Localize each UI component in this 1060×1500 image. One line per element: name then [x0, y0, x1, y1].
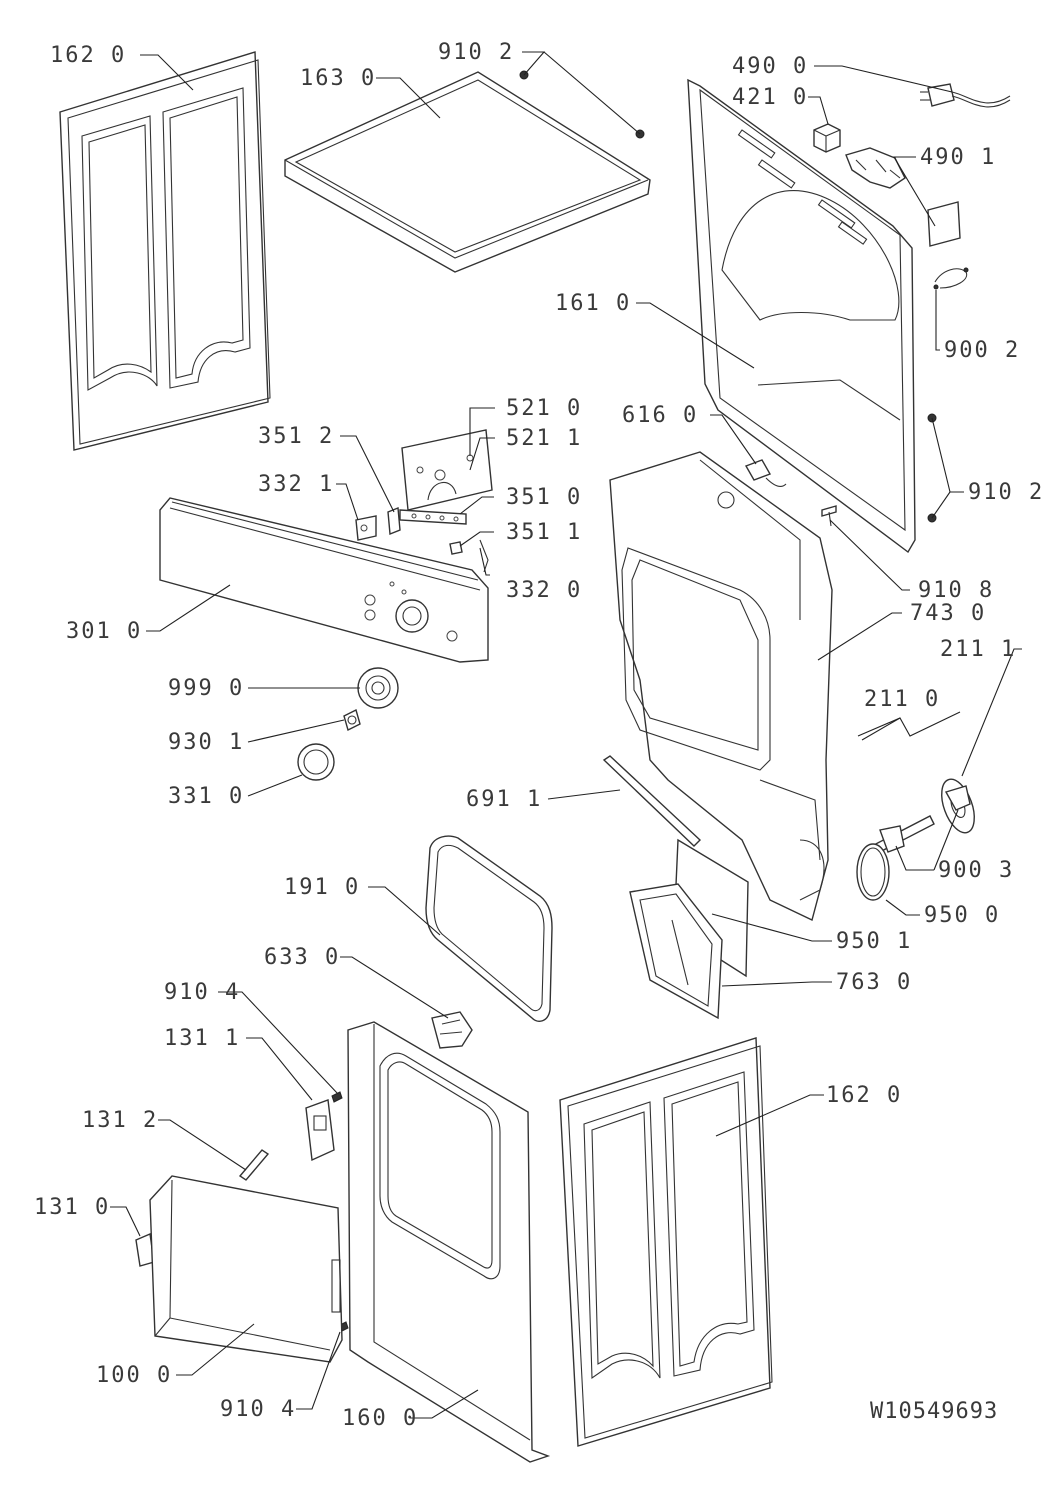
hinge-pin-part: [238, 1149, 270, 1181]
document-number: W10549693: [870, 1399, 998, 1424]
lint-filter-part: [629, 883, 723, 1020]
door-hinge-part: [305, 1099, 335, 1162]
power-cord-part: [920, 83, 1011, 108]
rear-panel-part: [687, 78, 916, 554]
label-950-1: 950 1: [836, 929, 912, 954]
label-351-2: 351 2: [258, 424, 334, 449]
filter-block-part: [813, 123, 841, 153]
label-191-0: 191 0: [284, 875, 360, 900]
label-211-1: 211 1: [940, 637, 1016, 662]
selector-parts: [355, 507, 489, 573]
leader-lines: [110, 51, 1022, 1419]
label-910-8: 910 8: [918, 578, 994, 603]
label-332-0: 332 0: [506, 578, 582, 603]
label-131-2: 131 2: [82, 1108, 158, 1133]
seal-ring-part: [856, 843, 890, 901]
label-211-0: 211 0: [864, 687, 940, 712]
door-gasket-part: [425, 835, 553, 1022]
label-301-0: 301 0: [66, 619, 142, 644]
label-930-1: 930 1: [168, 730, 244, 755]
label-163-0: 163 0: [300, 66, 376, 91]
label-100-0: 100 0: [96, 1363, 172, 1388]
label-161-0: 161 0: [555, 291, 631, 316]
front-bulkhead-part: [609, 451, 833, 921]
insulation-sheet-part: [927, 201, 961, 247]
cord-clamp-part: [845, 147, 906, 189]
door-part: [149, 1175, 343, 1363]
label-332-1: 332 1: [258, 472, 334, 497]
label-616-0: 616 0: [622, 403, 698, 428]
switch-strip-part: [399, 509, 467, 525]
label-633-0: 633 0: [264, 945, 340, 970]
door-lock-part: [431, 1011, 473, 1049]
label-910-2-mid: 910 2: [968, 480, 1044, 505]
label-331-0: 331 0: [168, 784, 244, 809]
label-910-2-top: 910 2: [438, 40, 514, 65]
label-131-1: 131 1: [164, 1026, 240, 1051]
label-131-0: 131 0: [34, 1195, 110, 1220]
label-421-0: 421 0: [732, 85, 808, 110]
label-162-0-bottom: 162 0: [826, 1083, 902, 1108]
label-743-0: 743 0: [910, 601, 986, 626]
label-900-3: 900 3: [938, 858, 1014, 883]
label-763-0: 763 0: [836, 970, 912, 995]
label-999-0: 999 0: [168, 676, 244, 701]
label-351-0: 351 0: [506, 485, 582, 510]
knob-insert-part: [343, 708, 361, 732]
side-panel-right-part: [559, 1037, 773, 1447]
knob-ring-part: [357, 667, 399, 709]
label-950-0: 950 0: [924, 903, 1000, 928]
control-panel-part: [159, 497, 489, 663]
label-351-1: 351 1: [506, 520, 582, 545]
label-521-0: 521 0: [506, 396, 582, 421]
label-910-4-top: 910 4: [164, 980, 240, 1005]
label-162-0-top: 162 0: [50, 43, 126, 68]
label-490-0: 490 0: [732, 54, 808, 79]
door-switch-part: [744, 459, 787, 488]
label-521-1: 521 1: [506, 426, 582, 451]
knob-part: [297, 743, 335, 781]
label-910-4-bottom: 910 4: [220, 1397, 296, 1422]
part-labels: 162 0 163 0 910 2 490 0 421 0 490 1 161 …: [34, 40, 1044, 1431]
front-panel-part: [347, 1021, 551, 1463]
screw-bulkhead-part: [821, 505, 837, 527]
wire-clip-part: [933, 267, 969, 290]
side-panel-left-part: [59, 51, 271, 451]
roller-clip-part: [879, 785, 971, 853]
heater-strap-part: [602, 755, 702, 847]
label-490-1: 490 1: [920, 145, 996, 170]
label-900-2: 900 2: [944, 338, 1020, 363]
top-cover-part: [284, 71, 651, 273]
label-160-0: 160 0: [342, 1406, 418, 1431]
label-691-1: 691 1: [466, 787, 542, 812]
